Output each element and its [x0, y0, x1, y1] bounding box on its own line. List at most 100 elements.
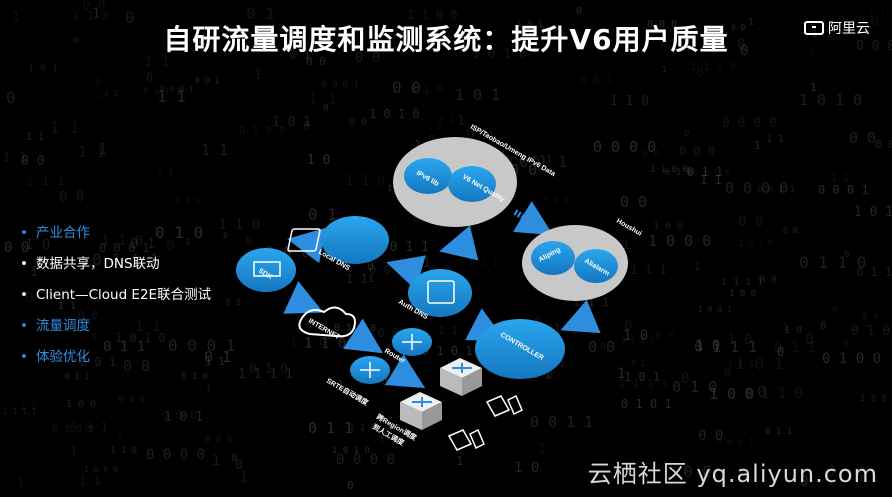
- svg-text:1: 1: [98, 140, 107, 158]
- svg-text:1 1 1: 1 1 1: [26, 174, 65, 189]
- svg-text:0 0: 0 0: [620, 193, 647, 211]
- svg-text:0 0 1: 0 0 1: [69, 421, 108, 436]
- svg-text:1: 1: [206, 384, 211, 393]
- svg-text:1 0 0 1: 1 0 0 1: [698, 305, 732, 314]
- svg-text:1 0 0: 1 0 0: [860, 394, 887, 404]
- svg-text:1: 1: [196, 33, 203, 46]
- svg-text:0: 0: [310, 39, 317, 52]
- svg-text:1 0 1: 1 0 1: [164, 410, 203, 425]
- svg-text:0 1 0 0: 0 1 0 0: [239, 124, 285, 137]
- svg-text:0 0 0 0: 0 0 0 0: [875, 138, 892, 151]
- aliyun-logo-text: 阿里云: [828, 20, 870, 36]
- aliyun-logo-icon: [804, 21, 824, 35]
- router-node: Router: [383, 328, 432, 365]
- svg-text:1 1: 1 1: [20, 402, 36, 412]
- svg-text:0 0: 0 0: [82, 0, 105, 14]
- alialarm-node: [574, 249, 618, 283]
- svg-text:1: 1: [538, 442, 546, 457]
- svg-text:1 0: 1 0: [695, 338, 720, 354]
- sdk-icon: [253, 261, 281, 277]
- laptop-icon: [447, 429, 473, 451]
- svg-text:0: 0: [235, 458, 243, 473]
- svg-text:1 0 0: 1 0 0: [66, 399, 96, 410]
- client-devices-lower: [447, 428, 485, 451]
- svg-text:1: 1: [96, 91, 101, 101]
- svg-text:1 1: 1 1: [692, 26, 707, 35]
- svg-text:0 1 0: 0 1 0: [439, 116, 466, 126]
- svg-text:0 1 0 1: 0 1 0 1: [621, 397, 672, 411]
- svg-text:1 1: 1 1: [201, 141, 228, 159]
- svg-text:0: 0: [95, 76, 102, 89]
- svg-text:1 0 1 0: 1 0 1 0: [369, 107, 420, 121]
- svg-text:0 0 0 0: 0 0 0 0: [336, 452, 395, 468]
- svg-text:1 1: 1 1: [700, 173, 722, 187]
- svg-text:1: 1: [457, 114, 465, 129]
- svg-text:1 0: 1 0: [539, 23, 561, 37]
- phone-icon: [469, 428, 485, 450]
- svg-text:1 0 1: 1 0 1: [272, 115, 311, 130]
- svg-text:0: 0: [724, 366, 731, 380]
- svg-text:1: 1: [337, 379, 345, 394]
- svg-text:0 0 1: 0 0 1: [542, 29, 581, 44]
- svg-text:0 0: 0 0: [306, 55, 326, 68]
- svg-text:1: 1: [754, 139, 761, 152]
- svg-text:1 0: 1 0: [623, 328, 648, 344]
- svg-text:1 0: 1 0: [784, 325, 802, 336]
- svg-text:1 1 0: 1 1 0: [379, 435, 409, 446]
- bullet-e2e-testing: Client—Cloud E2E联合测试: [20, 284, 211, 315]
- laptop-icon: [485, 395, 511, 417]
- svg-text:1: 1: [17, 476, 24, 490]
- svg-text:0 0 0 0: 0 0 0 0: [146, 447, 205, 463]
- svg-text:1 0 0: 1 0 0: [729, 289, 756, 299]
- svg-text:0 0: 0 0: [588, 338, 615, 356]
- svg-text:0: 0: [367, 259, 374, 273]
- svg-text:0 1: 0 1: [631, 359, 646, 368]
- svg-text:1: 1: [239, 468, 248, 486]
- svg-text:1 1 0 0: 1 1 0 0: [407, 8, 458, 22]
- ipv6-lib-node: [404, 158, 452, 194]
- svg-text:0: 0: [118, 432, 123, 441]
- svg-text:1 0 0 0: 1 0 0 0: [648, 232, 711, 250]
- svg-text:1: 1: [617, 366, 625, 382]
- bullet-data-sharing: 数据共享，DNS联动: [20, 253, 211, 284]
- svg-text:1 1: 1 1: [869, 10, 885, 20]
- svg-text:0 0: 0 0: [698, 428, 723, 444]
- client-devices-upper: [485, 394, 523, 417]
- svg-text:1: 1: [581, 420, 586, 430]
- svg-text:0 0 1 1: 0 0 1 1: [530, 413, 593, 431]
- svg-text:1 1: 1 1: [308, 89, 337, 108]
- svg-text:1 1 0: 1 1 0: [218, 217, 260, 233]
- svg-text:1 1: 1 1: [78, 143, 105, 161]
- svg-text:1 1: 1 1: [346, 272, 368, 286]
- svg-text:1: 1: [425, 31, 433, 46]
- svg-text:0 0 1: 0 0 1: [176, 196, 200, 205]
- svg-text:1 0 0 0: 1 0 0 0: [84, 465, 118, 474]
- internet-node: INTERNET: [298, 306, 356, 342]
- svg-text:0: 0: [844, 250, 849, 260]
- svg-text:1 1: 1 1: [79, 474, 101, 488]
- svg-text:0: 0: [684, 129, 689, 139]
- svg-text:1 1 0: 1 1 0: [110, 446, 137, 456]
- svg-text:0: 0: [231, 453, 237, 464]
- svg-text:0 0: 0 0: [849, 129, 876, 147]
- svg-text:1 0 0: 1 0 0: [653, 221, 683, 232]
- phone-icon: [507, 394, 523, 416]
- srte-router-icon: [360, 362, 380, 378]
- v6-net-quality-node: [448, 166, 496, 202]
- svg-text:1: 1: [92, 6, 100, 22]
- svg-text:1 0: 1 0: [727, 332, 752, 348]
- svg-text:1 1: 1 1: [831, 173, 849, 184]
- svg-text:1 0 1: 1 0 1: [624, 370, 660, 384]
- bullet-industry-cooperation: 产业合作: [20, 222, 211, 253]
- auth-dns-server-icon: [427, 280, 455, 304]
- svg-text:0 1 0 1: 0 1 0 1: [422, 344, 473, 358]
- svg-text:1 1 1 1: 1 1 1 1: [616, 263, 667, 277]
- cloud-icon: [298, 306, 356, 338]
- bullet-list: 产业合作 数据共享，DNS联动 Client—Cloud E2E联合测试 流量调…: [20, 222, 211, 377]
- svg-text:1 1: 1 1: [50, 118, 79, 137]
- svg-text:0: 0: [600, 342, 605, 352]
- svg-text:0 0: 0 0: [349, 117, 367, 128]
- svg-text:0 0 1: 0 0 1: [118, 395, 145, 405]
- aliping-node: [531, 241, 575, 275]
- svg-text:0 0 0: 0 0 0: [679, 144, 715, 158]
